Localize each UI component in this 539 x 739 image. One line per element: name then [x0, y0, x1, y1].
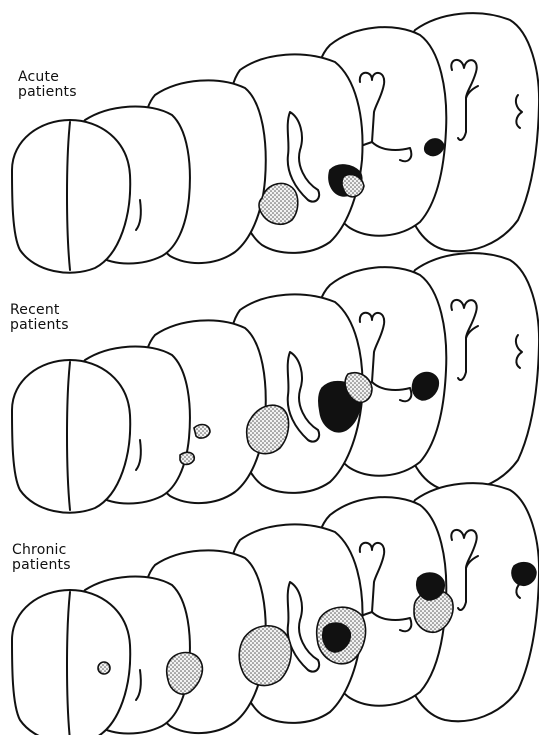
acute-lesion-stippled-2 — [342, 174, 364, 196]
row-chronic-sections — [12, 483, 539, 735]
chronic-lesion-stippled-2 — [239, 626, 291, 686]
row-label-acute-line2: patients — [18, 85, 77, 100]
chronic-lesion-dense-3 — [512, 563, 536, 586]
chronic-lesion-dense-2 — [417, 573, 445, 600]
row-label-acute-line1: Acute — [18, 70, 77, 85]
chronic-lesion-small-circle — [98, 662, 110, 674]
row-label-acute: Acute patients — [18, 70, 77, 100]
row-label-recent-line1: Recent — [10, 303, 69, 318]
row-label-recent: Recent patients — [10, 303, 69, 333]
row-label-chronic-line2: patients — [12, 558, 71, 573]
row-label-chronic-line1: Chronic — [12, 543, 71, 558]
recent-lesion-stippled-1 — [194, 425, 210, 439]
row-acute-sections — [12, 13, 539, 273]
row-recent-sections — [12, 253, 539, 513]
recent-lesion-stippled-2 — [180, 452, 194, 464]
row-label-chronic: Chronic patients — [12, 543, 71, 573]
row-label-recent-line2: patients — [10, 318, 69, 333]
